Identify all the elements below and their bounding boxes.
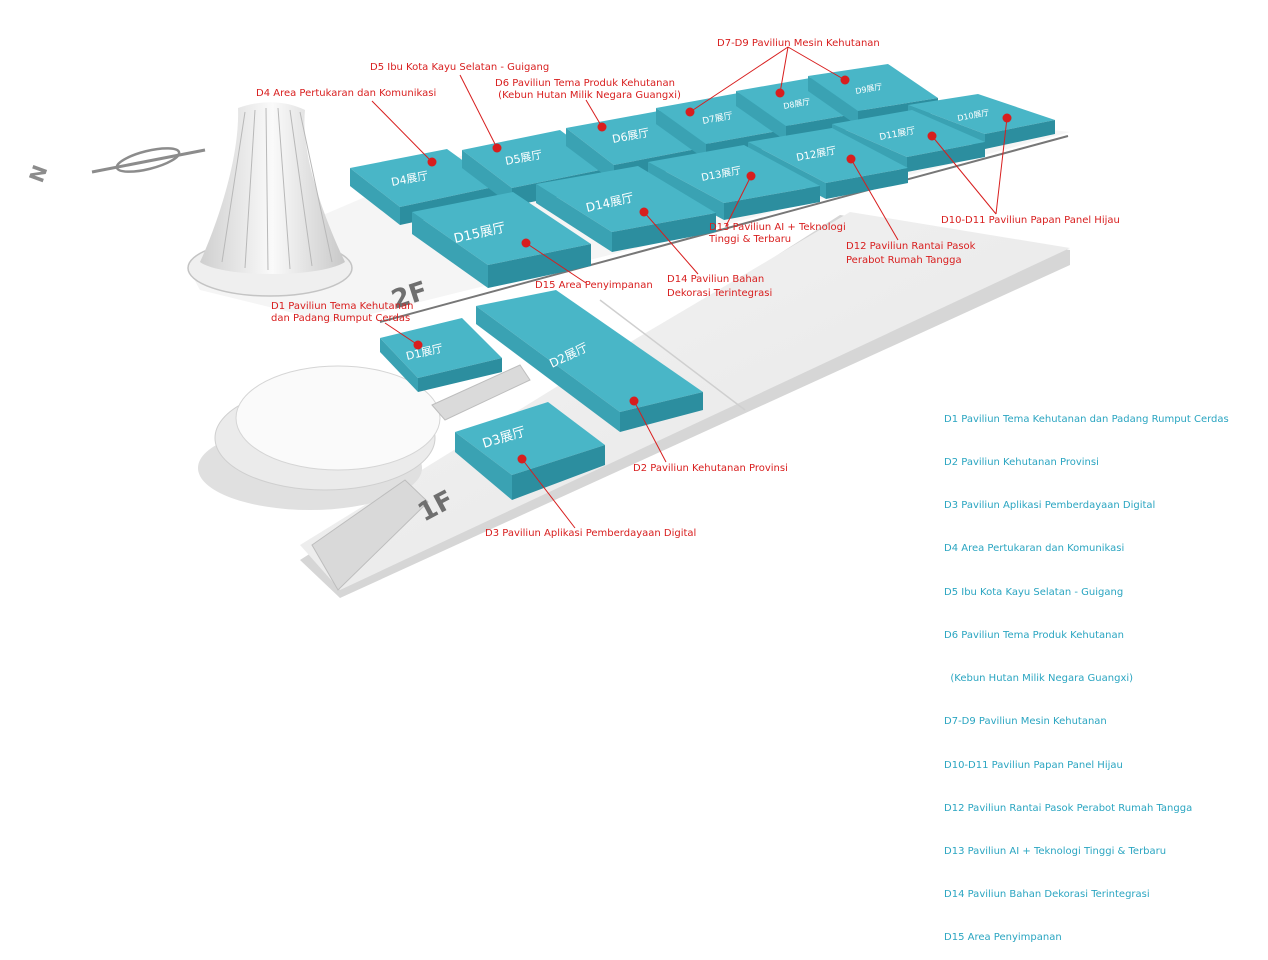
stair-upper [431,364,531,421]
legend-item: D4 Area Pertukaran dan Komunikasi [944,543,1125,555]
callout-d14: D14 Paviliun Bahan Dekorasi Terintegrasi [667,274,773,299]
marker-d1 [413,340,423,350]
callout-d1: D1 Paviliun Tema Kehutanan dan Padang Ru… [271,301,414,324]
floor-1f-divider [599,299,746,411]
callout-d4: D4 Area Pertukaran dan Komunikasi [256,88,437,99]
leader-d7 [689,46,789,113]
hall-d13[interactable] [648,145,820,220]
callout-d13: D13 Paviliun AI + Teknologi Tinggi & Ter… [709,222,846,245]
leader-d12 [850,158,899,241]
leader-d1 [384,322,419,346]
venue-map: D4展厅 D5展厅 D6展厅 D7展厅 D8展厅 D9展厅 D11展厅 D10展… [24,46,1070,598]
leader-d11 [931,135,997,215]
hall-d15[interactable] [412,192,591,288]
legend-item: D3 Paviliun Aplikasi Pemberdayaan Digita… [944,500,1156,512]
leader-d3 [521,458,576,529]
compass-north-letter: N [24,162,52,186]
callout-d5: D5 Ibu Kota Kayu Selatan - Guigang [370,62,550,73]
leader-d8 [779,46,789,94]
leader-d4 [371,100,433,163]
callout-d15: D15 Area Penyimpanan [535,280,653,291]
callout-d7-d9: D7-D9 Paviliun Mesin Kehutanan [717,38,880,49]
legend-item: D2 Paviliun Kehutanan Provinsi [944,457,1099,469]
floor-2f-railing [379,135,1069,323]
legend: D1 Paviliun Tema Kehutanan dan Padang Ru… [944,384,1229,960]
marker-d6 [597,122,607,132]
legend-item: D13 Paviliun AI + Teknologi Tinggi & Ter… [944,846,1167,857]
callout-d3: D3 Paviliun Aplikasi Pemberdayaan Digita… [485,528,697,539]
legend-item: D7-D9 Paviliun Mesin Kehutanan [944,716,1107,728]
marker-d14 [639,207,649,217]
legend-item: D5 Ibu Kota Kayu Selatan - Guigang [944,586,1124,598]
tower-structure [200,102,345,274]
legend-item: (Kebun Hutan Milik Negara Guangxi) [944,673,1134,685]
legend-item: D15 Area Penyimpanan [944,932,1062,944]
marker-d12 [846,154,856,164]
compass-icon [91,147,206,174]
leader-d5 [459,74,498,149]
legend-item: D6 Paviliun Tema Produk Kehutanan [944,629,1124,641]
hall-d1[interactable] [380,318,502,392]
marker-d10 [1002,113,1012,123]
legend-item: D14 Paviliun Bahan Dekorasi Terintegrasi [944,889,1150,901]
leader-d6 [585,99,603,128]
callout-d12: D12 Paviliun Rantai Pasok Perabot Rumah … [846,241,976,266]
hall-d14[interactable] [536,166,716,252]
leader-d9 [787,46,846,81]
marker-d5 [492,143,502,153]
marker-d13 [746,171,756,181]
marker-d7 [685,107,695,117]
callout-d10-d11: D10-D11 Paviliun Papan Panel Hijau [941,215,1120,226]
marker-d9 [840,75,850,85]
marker-d15 [521,238,531,248]
dome-top-disc [235,365,441,471]
leader-d14 [643,211,699,275]
callout-d2: D2 Paviliun Kehutanan Provinsi [633,463,788,474]
leader-d15 [525,242,587,284]
leader-d2 [633,400,667,463]
leader-d13 [725,175,752,227]
leader-d10 [995,117,1008,215]
hall-d2[interactable] [476,290,703,432]
legend-item: D10-D11 Paviliun Papan Panel Hijau [944,759,1123,771]
legend-item: D1 Paviliun Tema Kehutanan dan Padang Ru… [944,413,1229,425]
marker-d11 [927,131,937,141]
hall-d3[interactable] [455,402,605,500]
marker-d3 [517,454,527,464]
stair-lower [311,479,429,591]
tower-ribs [221,107,333,271]
marker-d8 [775,88,785,98]
callout-d6: D6 Paviliun Tema Produk Kehutanan (Kebun… [495,78,681,101]
marker-d4 [427,157,437,167]
legend-item: D12 Paviliun Rantai Pasok Perabot Rumah … [944,802,1193,814]
marker-d2 [629,396,639,406]
